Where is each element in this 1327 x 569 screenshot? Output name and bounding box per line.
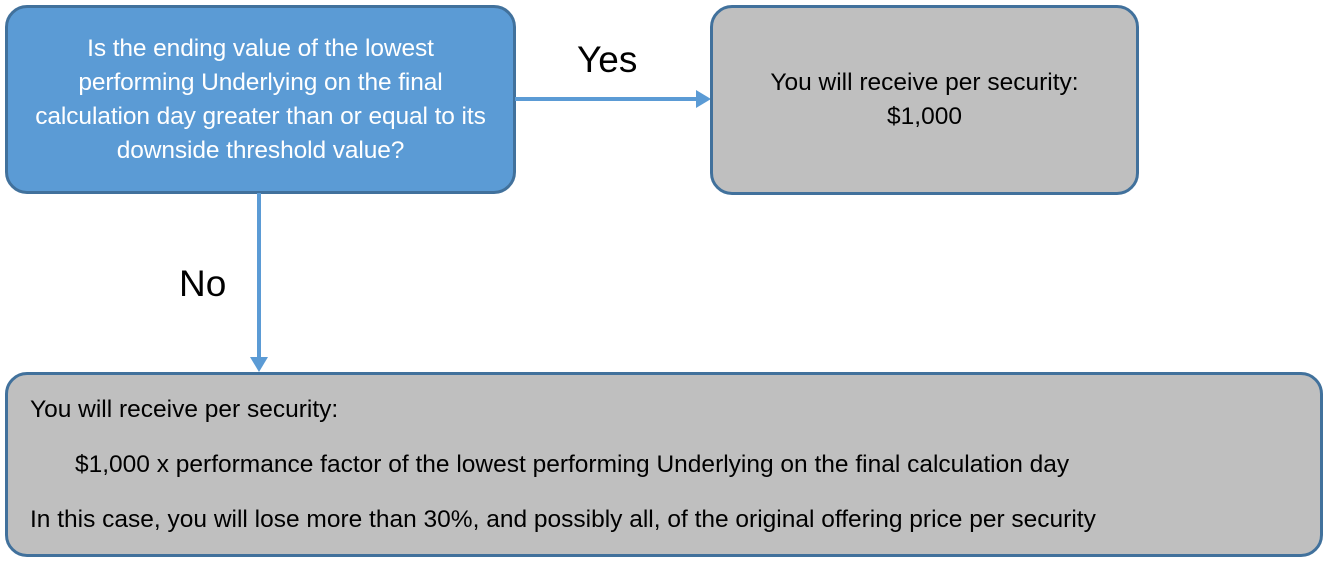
edge-label-yes: Yes bbox=[577, 39, 638, 80]
no-arrow-head-icon bbox=[250, 357, 268, 372]
outcome-yes-node-text: You will receive per security: $1,000 bbox=[770, 69, 1079, 130]
outcome-no-note-text: In this case, you will lose more than 30… bbox=[30, 505, 1096, 533]
outcome-no-formula-text: $1,000 x performance factor of the lowes… bbox=[75, 450, 1070, 478]
outcome-no-node: You will receive per security: $1,000 x … bbox=[5, 372, 1323, 557]
yes-arrow-head-icon bbox=[696, 90, 711, 108]
outcome-no-lead-text: You will receive per security: bbox=[30, 395, 339, 423]
no-arrow-line bbox=[257, 193, 261, 359]
yes-arrow-line bbox=[515, 97, 699, 101]
decision-node: Is the ending value of the lowest perfor… bbox=[5, 5, 516, 194]
decision-node-text: Is the ending value of the lowest perfor… bbox=[35, 34, 486, 164]
edge-label-no: No bbox=[179, 263, 227, 304]
outcome-yes-node: You will receive per security: $1,000 bbox=[710, 5, 1139, 195]
